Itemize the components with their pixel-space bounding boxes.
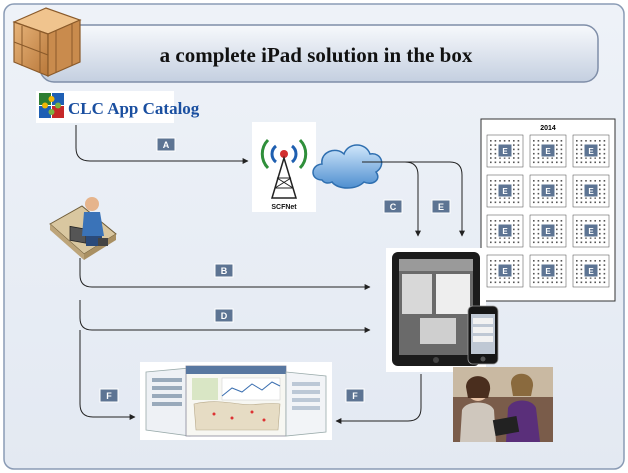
calendar-cell-label: E (502, 227, 508, 236)
calendar-cell-label: E (545, 267, 551, 276)
calendar-month: E (572, 174, 610, 208)
arrow-f-right (335, 374, 422, 424)
connector-label-b: B (214, 263, 234, 278)
calendar-month: E (529, 174, 567, 208)
calendar: 2014 E E E E E E E E E E E E (480, 118, 616, 302)
people-using-ipad-photo (453, 367, 553, 442)
admin-console-screenshots (140, 362, 332, 440)
connector-label-e: E (431, 199, 451, 214)
arrow-d (79, 300, 371, 333)
svg-text:E: E (438, 202, 444, 212)
desktop-user-icon (49, 197, 117, 260)
puzzle-logo-icon (39, 93, 64, 118)
calendar-month: E (486, 134, 524, 168)
svg-text:B: B (221, 266, 228, 276)
clc-app-catalog-logo: CLC App Catalog (36, 91, 200, 123)
calendar-month: E (486, 254, 524, 288)
calendar-month: E (486, 174, 524, 208)
calendar-cell-label: E (588, 227, 594, 236)
calendar-cell-label: E (502, 187, 508, 196)
cloud-icon (312, 144, 383, 189)
calendar-month: E (572, 214, 610, 248)
logo-text: CLC App Catalog (68, 99, 200, 118)
arrow-f-left (79, 330, 136, 420)
connector-arrows (75, 125, 465, 424)
network-label: SCFNet (271, 204, 297, 211)
calendar-cell-label: E (545, 147, 551, 156)
calendar-cell-label: E (502, 147, 508, 156)
cardboard-box-icon (12, 7, 82, 77)
calendar-month: E (529, 134, 567, 168)
svg-text:D: D (221, 311, 228, 321)
calendar-month: E (572, 134, 610, 168)
svg-text:C: C (390, 202, 397, 212)
page-title: a complete iPad solution in the box (160, 43, 473, 67)
calendar-cell-label: E (588, 147, 594, 156)
calendar-month: E (529, 214, 567, 248)
calendar-cell-label: E (588, 267, 594, 276)
connector-label-d: D (214, 308, 234, 323)
calendar-cell-label: E (502, 267, 508, 276)
calendar-month: E (529, 254, 567, 288)
radio-tower-icon: SCFNet (252, 122, 316, 212)
arrow-a (75, 125, 249, 164)
connector-label-c: C (383, 199, 403, 214)
calendar-cell-label: E (545, 187, 551, 196)
connector-label-a: A (156, 137, 176, 152)
iphone-icon (467, 305, 499, 365)
connector-label-f-right: F (345, 388, 365, 403)
calendar-cell-label: E (545, 227, 551, 236)
arrow-b (79, 258, 371, 290)
svg-text:F: F (352, 391, 358, 401)
calendar-month: E (486, 214, 524, 248)
connector-label-f-left: F (99, 388, 119, 403)
calendar-year: 2014 (540, 125, 556, 132)
calendar-month: E (572, 254, 610, 288)
calendar-cell-label: E (588, 187, 594, 196)
svg-text:F: F (106, 391, 112, 401)
arrow-e (372, 161, 465, 237)
svg-text:A: A (163, 140, 170, 150)
